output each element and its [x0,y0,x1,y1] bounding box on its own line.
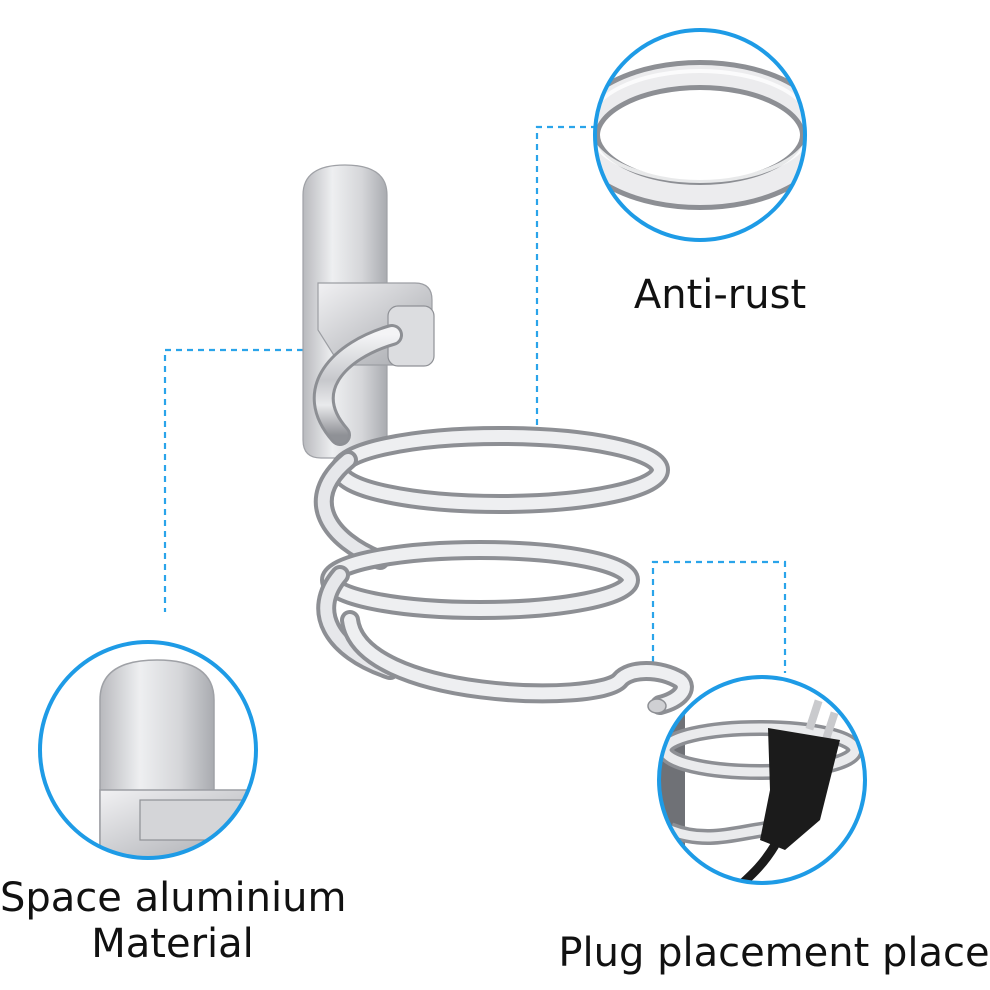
callout-ring-anti-rust [593,28,807,242]
caption-plug: Plug placement place [558,930,990,976]
caption-material: Space aluminium Material [0,875,347,967]
callout-material [38,640,258,860]
caption-material-line1: Space aluminium [0,875,347,921]
caption-anti-rust: Anti-rust [633,272,807,318]
callout-ring-plug [657,675,867,885]
leader-material [163,348,303,612]
leader-anti-rust [535,125,597,438]
caption-material-line2: Material [91,921,254,967]
hair-dryer-holder-image [302,164,694,715]
callout-anti-rust [593,28,807,242]
leader-plug [651,560,787,673]
power-plug-icon [726,699,840,883]
callout-plug [657,675,867,885]
leader-lines [163,125,787,673]
callout-ring-material [38,640,258,860]
